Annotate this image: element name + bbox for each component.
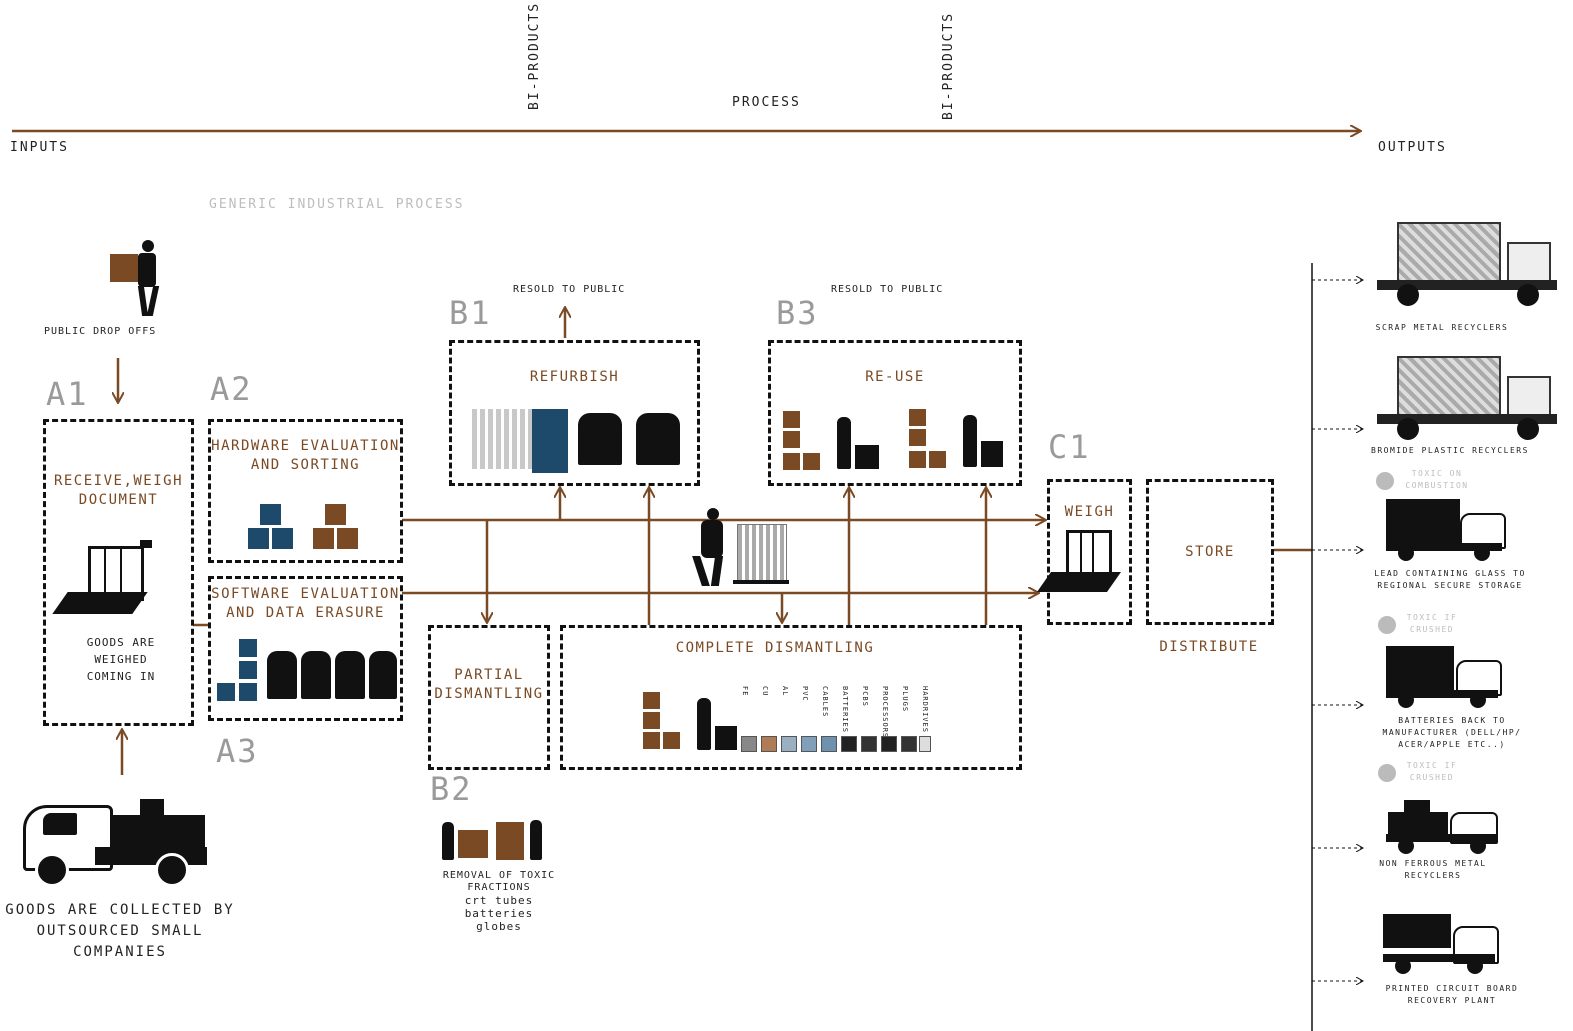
b1-resold-label: RESOLD TO PUBLIC	[513, 284, 626, 295]
b1-label: REFURBISH	[529, 369, 620, 385]
outputs-label: OUTPUTS	[1378, 140, 1447, 155]
blue-stack-icon	[217, 639, 261, 705]
material-label: BATTERIES	[841, 686, 849, 733]
electronics-pile-icon	[472, 409, 568, 473]
b2-note-item: crt tubes	[464, 894, 534, 907]
box-truck-icon	[1383, 914, 1503, 976]
material-label: HARDRIVES	[921, 686, 929, 733]
goods-collected-label: GOODS ARE COLLECTED BY OUTSOURCED SMALL …	[5, 902, 235, 960]
material-label: CU	[761, 686, 769, 697]
workers-at-desks-icon	[267, 645, 399, 705]
material-label: PROCESSORS	[881, 686, 889, 739]
person-carrying-box-icon	[108, 240, 170, 318]
output-label: LEAD CONTAINING GLASS TO REGIONAL SECURE…	[1374, 569, 1526, 590]
b3-resold-label: RESOLD TO PUBLIC	[831, 284, 944, 295]
platform-scale-icon	[52, 540, 170, 622]
toxic-removal-workers-icon	[440, 818, 550, 862]
box-truck-icon	[1386, 499, 1506, 561]
stage-a1-box[interactable]: RECEIVE,WEIGH DOCUMENT GOODS ARE WEIGHED…	[43, 419, 194, 726]
a3-label: SOFTWARE EVALUATION AND DATA ERASURE	[211, 586, 400, 621]
toxic-warning: TOXIC IF CRUSHED	[1372, 612, 1492, 636]
biproducts-label-2: BI-PRODUCTS	[941, 11, 956, 120]
box-truck-icon	[1386, 646, 1506, 708]
process-label: PROCESS	[732, 95, 801, 110]
a2-id: A2	[210, 370, 253, 408]
b1-id: B1	[449, 294, 492, 332]
dismantling-worker-icon	[643, 692, 743, 752]
output-label: SCRAP METAL RECYCLERS	[1375, 323, 1509, 332]
workers-refurbish-icon	[578, 413, 688, 469]
biproducts-label-1: BI-PRODUCTS	[527, 1, 542, 110]
b2-id: B2	[430, 770, 473, 808]
material-label: PCBS	[861, 686, 869, 707]
platform-scale-icon	[1036, 526, 1134, 606]
distribute-label: DISTRIBUTE	[1159, 639, 1259, 655]
stage-b1-box[interactable]: REFURBISH	[449, 340, 700, 486]
public-drop-offs-label: PUBLIC DROP OFFS	[44, 326, 157, 337]
blue-boxes-icon	[248, 504, 298, 552]
a1-id: A1	[46, 375, 89, 413]
stage-a2-box[interactable]: HARDWARE EVALUATION AND SORTING	[208, 419, 403, 563]
reuse-worker-icon-1	[783, 411, 893, 473]
brown-boxes-icon	[313, 504, 363, 552]
b2-label: PARTIAL DISMANTLING	[434, 667, 544, 702]
toxic-warning: TOXIC ON COMBUSTION	[1372, 469, 1492, 494]
pickup-truck-icon	[15, 785, 207, 887]
skull-icon	[1378, 616, 1396, 634]
a1-label: RECEIVE,WEIGH DOCUMENT	[53, 473, 184, 508]
material-label: FE	[741, 686, 749, 697]
output-label: NON FERROUS METAL RECYCLERS	[1379, 859, 1487, 880]
output-warning: TOXIC IF CRUSHED	[1406, 613, 1458, 634]
pickup-truck-icon	[1386, 800, 1506, 854]
output-label: BATTERIES BACK TO MANUFACTURER (DELL/HP/…	[1382, 716, 1522, 749]
output-warning: TOXIC IF CRUSHED	[1406, 761, 1458, 782]
b2-note: REMOVAL OF TOXIC FRACTIONS crt tubes bat…	[440, 870, 558, 933]
store-label: STORE	[1185, 544, 1235, 560]
worker-trolley-icon	[692, 508, 793, 588]
material-label: PLUGS	[901, 686, 909, 713]
material-label: PVC	[801, 686, 809, 702]
diagram-subtitle: GENERIC INDUSTRIAL PROCESS	[209, 197, 465, 212]
stage-c1-box[interactable]: WEIGH	[1036, 479, 1134, 625]
b2-note-item: globes	[476, 920, 522, 933]
materials-list: FE CU AL PVC CABLES BATTERIES PCBS PROCE…	[741, 686, 931, 754]
material-label: AL	[781, 686, 789, 697]
skull-icon	[1376, 472, 1394, 490]
stage-b3-box[interactable]: RE-USE	[768, 340, 1022, 486]
a2-label: HARDWARE EVALUATION AND SORTING	[211, 438, 400, 473]
stage-store-box[interactable]: STORE	[1146, 479, 1274, 625]
material-label: CABLES	[821, 686, 829, 718]
skip-truck-icon	[1377, 212, 1563, 310]
c1-label: WEIGH	[1064, 504, 1115, 520]
b3-label: RE-USE	[865, 369, 925, 385]
b2-note-item: batteries	[464, 907, 534, 920]
output-label: PRINTED CIRCUIT BOARD RECOVERY PLANT	[1385, 984, 1519, 1005]
stage-a3-box[interactable]: SOFTWARE EVALUATION AND DATA ERASURE	[208, 576, 403, 721]
stage-b2-box[interactable]: PARTIAL DISMANTLING	[428, 625, 550, 770]
output-warning: TOXIC ON COMBUSTION	[1405, 469, 1469, 490]
c1-id: C1	[1048, 428, 1091, 466]
output-label: BROMIDE PLASTIC RECYCLERS	[1371, 446, 1529, 455]
complete-dismantling-box[interactable]: COMPLETE DISMANTLING FE CU AL PVC CABLES…	[560, 625, 1022, 770]
b2-note-title: REMOVAL OF TOXIC FRACTIONS	[442, 870, 556, 893]
toxic-warning: TOXIC IF CRUSHED	[1372, 760, 1492, 784]
a3-id: A3	[216, 732, 259, 770]
b3-id: B3	[776, 294, 819, 332]
reuse-worker-icon-2	[909, 409, 1019, 471]
inputs-label: INPUTS	[10, 140, 69, 155]
complete-label: COMPLETE DISMANTLING	[675, 640, 875, 656]
skip-truck-icon	[1377, 346, 1563, 444]
skull-icon	[1378, 764, 1396, 782]
a1-note: GOODS ARE WEIGHED COMING IN	[86, 636, 156, 683]
